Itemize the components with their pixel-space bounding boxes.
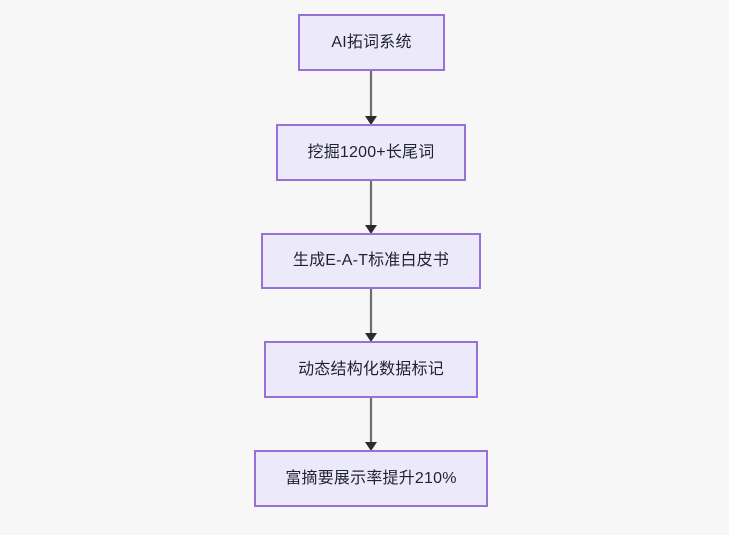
node-label: 挖掘1200+长尾词: [307, 143, 435, 161]
edge-node3-to-node4: [365, 289, 377, 342]
arrowhead-icon: [365, 116, 377, 125]
edge-node2-to-node3: [365, 181, 377, 234]
arrowhead-icon: [365, 442, 377, 451]
node-label: AI拓词系统: [331, 33, 412, 51]
flowchart-node-rich-snippet-impression-uplift[interactable]: 富摘要展示率提升210%: [254, 450, 488, 507]
edge-node4-to-node5: [365, 398, 377, 451]
node-label: 生成E-A-T标准白皮书: [292, 252, 450, 270]
node-label: 动态结构化数据标记: [298, 360, 444, 378]
flowchart-node-mine-longtail-keywords[interactable]: 挖掘1200+长尾词: [276, 124, 466, 181]
node-label: 富摘要展示率提升210%: [285, 469, 457, 487]
arrowhead-icon: [365, 225, 377, 234]
arrowhead-icon: [365, 333, 377, 342]
flowchart-node-ai-keyword-system[interactable]: AI拓词系统: [298, 14, 445, 71]
edge-node1-to-node2: [365, 71, 377, 125]
flowchart-node-generate-eat-whitepaper[interactable]: 生成E-A-T标准白皮书: [261, 233, 481, 289]
flowchart-node-dynamic-structured-data-markup[interactable]: 动态结构化数据标记: [264, 341, 478, 398]
